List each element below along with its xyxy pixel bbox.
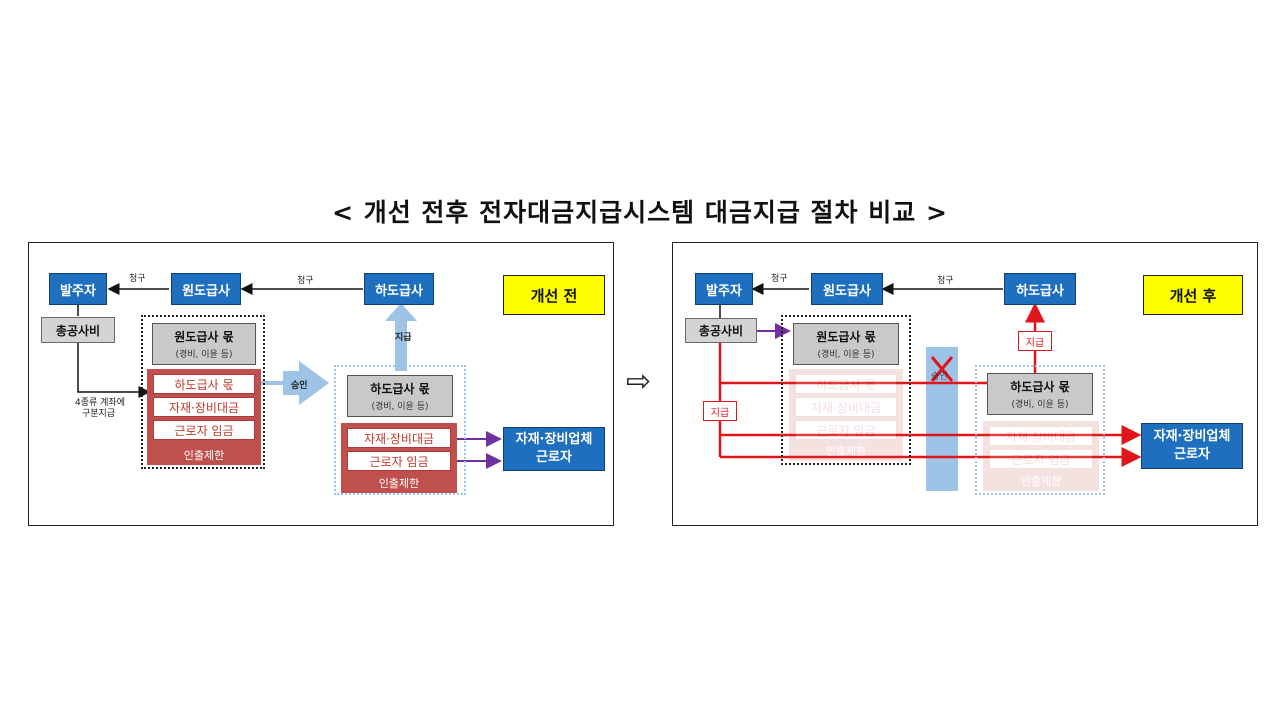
after-sub-restricted-accounts: 자재·장비대금 근로자 임금 인출제한 xyxy=(983,421,1099,491)
sub-share-box: 하도급사 몫 (경비, 이윤 등) xyxy=(347,375,453,417)
subcontractor-box: 하도급사 xyxy=(364,273,434,305)
sub-restricted-accounts: 자재·장비대금 근로자 임금 인출제한 xyxy=(341,423,457,493)
after-panel: 발주자 원도급사 하도급사 청구 청구 총공사비 지급 지급 원도급사 몫 (경… xyxy=(672,242,1258,526)
split-payment-line-1: 4종류 계좌에 xyxy=(75,398,125,408)
after-request-label-1: 청구 xyxy=(771,274,788,284)
prime-row-sub-share: 하도급사 몫 xyxy=(153,374,255,394)
split-payment-label: 4종류 계좌에 구분지급 xyxy=(75,398,125,420)
after-approve-label: 승인 xyxy=(931,372,948,382)
after-prime-contractor-box: 원도급사 xyxy=(811,273,883,305)
page-title: < 개선 전후 전자대금지급시스템 대금지급 절차 비교 > xyxy=(332,198,948,227)
after-sub-share-sub: (경비, 이윤 등) xyxy=(1011,400,1069,410)
sub-restriction-label: 인출제한 xyxy=(378,477,420,490)
sub-row-wages: 근로자 임금 xyxy=(347,451,451,471)
prime-restriction-label: 인출제한 xyxy=(183,449,225,462)
after-subcontractor-box: 하도급사 xyxy=(1004,273,1076,305)
after-request-label-2: 청구 xyxy=(937,276,954,286)
block-x-stroke-2 xyxy=(930,356,954,382)
vendor-line-2: 근로자 xyxy=(536,450,572,465)
total-cost-box: 총공사비 xyxy=(41,317,115,343)
prime-row-wages: 근로자 임금 xyxy=(153,420,255,440)
before-panel: 발주자 원도급사 하도급사 청구 청구 총공사비 4종류 계좌에 구분지급 원도… xyxy=(28,242,614,526)
after-prime-row-sub-share: 하도급사 몫 xyxy=(795,374,897,394)
after-prime-restricted-accounts: 하도급사 몫 자재·장비대금 근로자 임금 인출제한 xyxy=(789,369,903,461)
prime-account-group xyxy=(141,315,265,469)
after-sub-account-group xyxy=(975,365,1105,495)
prime-restricted-accounts: 하도급사 몫 자재·장비대금 근로자 임금 인출제한 xyxy=(147,369,261,465)
vendor-box: 자재·장비업체 근로자 xyxy=(503,427,605,471)
before-badge: 개선 전 xyxy=(503,275,605,315)
sub-share-sub: (경비, 이윤 등) xyxy=(371,402,429,412)
after-vendor-line-2: 근로자 xyxy=(1174,447,1210,462)
pay-label: 지급 xyxy=(395,333,412,343)
owner-box: 발주자 xyxy=(49,273,107,305)
vendor-line-1: 자재·장비업체 xyxy=(515,432,593,447)
after-vendor-box: 자재·장비업체 근로자 xyxy=(1141,423,1243,469)
prime-row-materials: 자재·장비대금 xyxy=(153,397,255,417)
after-sub-row-wages: 근로자 임금 xyxy=(989,449,1093,469)
prime-share-title: 원도급사 몫 xyxy=(174,330,234,344)
after-pay-label-left: 지급 xyxy=(703,401,737,421)
after-pay-label-top: 지급 xyxy=(1018,331,1052,351)
after-prime-share-title: 원도급사 몫 xyxy=(816,330,876,344)
prime-share-sub: (경비, 이윤 등) xyxy=(175,350,233,360)
transition-arrow-icon: ⇨ xyxy=(626,364,652,399)
prime-contractor-box: 원도급사 xyxy=(171,273,241,305)
after-sub-share-title: 하도급사 몫 xyxy=(1010,380,1070,394)
after-sub-restriction-label: 인출제한 xyxy=(1020,475,1062,488)
approve-label: 승인 xyxy=(291,381,308,391)
after-prime-share-sub: (경비, 이윤 등) xyxy=(817,350,875,360)
sub-share-title: 하도급사 몫 xyxy=(370,382,430,396)
request-label-1: 청구 xyxy=(129,274,146,284)
pay-up-arrow-shape xyxy=(385,303,417,371)
sub-account-group xyxy=(334,365,466,495)
before-connectors xyxy=(77,283,502,469)
after-prime-row-wages: 근로자 임금 xyxy=(795,420,897,440)
request-label-2: 청구 xyxy=(297,276,314,286)
after-prime-share-box: 원도급사 몫 (경비, 이윤 등) xyxy=(793,323,899,365)
after-sub-row-materials: 자재·장비대금 xyxy=(989,426,1093,446)
after-vendor-line-1: 자재·장비업체 xyxy=(1153,429,1231,444)
sub-row-materials: 자재·장비대금 xyxy=(347,428,451,448)
after-total-cost-box: 총공사비 xyxy=(685,318,757,343)
after-prime-restriction-label: 인출제한 xyxy=(825,445,867,458)
after-badge: 개선 후 xyxy=(1143,275,1243,315)
after-owner-box: 발주자 xyxy=(695,273,753,305)
after-connectors xyxy=(718,283,1142,491)
approve-arrow-shape xyxy=(261,361,329,405)
total-cost-arrow xyxy=(77,343,151,398)
after-sub-share-box: 하도급사 몫 (경비, 이윤 등) xyxy=(987,373,1093,415)
after-prime-row-materials: 자재·장비대금 xyxy=(795,397,897,417)
split-payment-line-2: 구분지급 xyxy=(82,409,116,419)
after-prime-account-group xyxy=(781,315,911,465)
prime-share-box: 원도급사 몫 (경비, 이윤 등) xyxy=(152,323,256,365)
